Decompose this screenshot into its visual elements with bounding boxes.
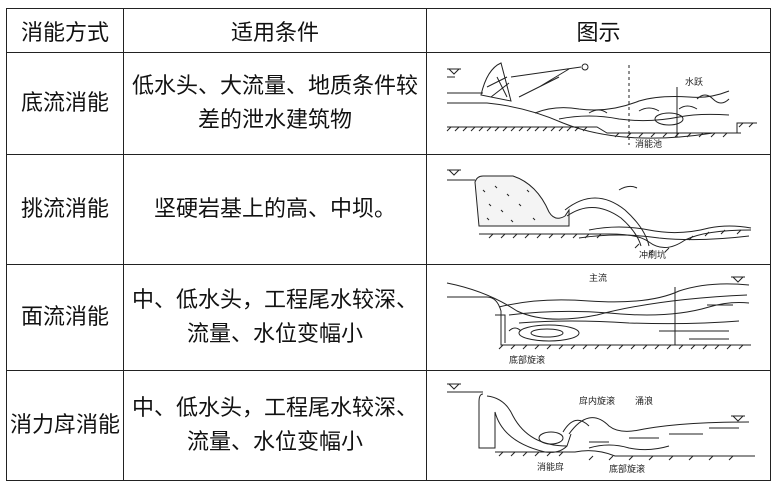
figure-label: 戽内旋滚 — [579, 395, 615, 407]
condition-cell: 低水头、大流量、地质条件较差的泄水建筑物 — [123, 52, 427, 155]
ski-jump-diagram-icon: 冲刷坑 — [446, 169, 751, 260]
table-row: 底流消能 低水头、大流量、地质条件较差的泄水建筑物 — [6, 52, 771, 155]
figure-label: 消能戽 — [537, 461, 564, 473]
method-cell: 面流消能 — [6, 264, 124, 371]
table-row: 消力戽消能 中、低水头，工程尾水较深、流量、水位变幅小 — [6, 370, 771, 481]
figure-label: 涌浪 — [635, 395, 653, 407]
figure-label: 冲刷坑 — [639, 249, 666, 260]
table-row: 面流消能 中、低水头，工程尾水较深、流量、水位变幅小 — [6, 264, 771, 371]
figure-cell: 水跃 消能池 — [426, 52, 771, 155]
roller-bucket-diagram-icon: 戽内旋滚 涌浪 消能戽 底部旋滚 — [446, 383, 755, 475]
surface-flow-diagram-icon: 主流 底部旋滚 — [446, 272, 751, 366]
condition-cell: 中、低水头，工程尾水较深、流量、水位变幅小 — [123, 264, 427, 371]
figure-cell: 冲刷坑 — [426, 154, 771, 265]
header-figure: 图示 — [426, 8, 771, 53]
method-cell: 挑流消能 — [6, 154, 124, 265]
energy-dissipation-table: 消能方式 适用条件 图示 底流消能 低水头、大流量、地质条件较差的泄水建筑物 — [6, 8, 771, 481]
figure-label: 消能池 — [635, 138, 662, 150]
figure-label: 底部旋滚 — [609, 463, 645, 475]
figure-label: 主流 — [589, 272, 607, 284]
figure-label: 水跃 — [685, 76, 703, 88]
figure-cell: 戽内旋滚 涌浪 消能戽 底部旋滚 — [426, 370, 771, 481]
condition-cell: 坚硬岩基上的高、中坝。 — [123, 154, 427, 265]
method-cell: 底流消能 — [6, 52, 124, 155]
figure-cell: 主流 底部旋滚 — [426, 264, 771, 371]
method-cell: 消力戽消能 — [6, 370, 124, 481]
condition-cell: 中、低水头，工程尾水较深、流量、水位变幅小 — [123, 370, 427, 481]
header-row: 消能方式 适用条件 图示 — [6, 8, 771, 53]
header-condition: 适用条件 — [123, 8, 427, 53]
figure-label: 底部旋滚 — [509, 354, 545, 366]
underflow-diagram-icon: 水跃 消能池 — [446, 61, 757, 150]
table-row: 挑流消能 坚硬岩基上的高、中坝。 — [6, 154, 771, 265]
header-method: 消能方式 — [6, 8, 124, 53]
